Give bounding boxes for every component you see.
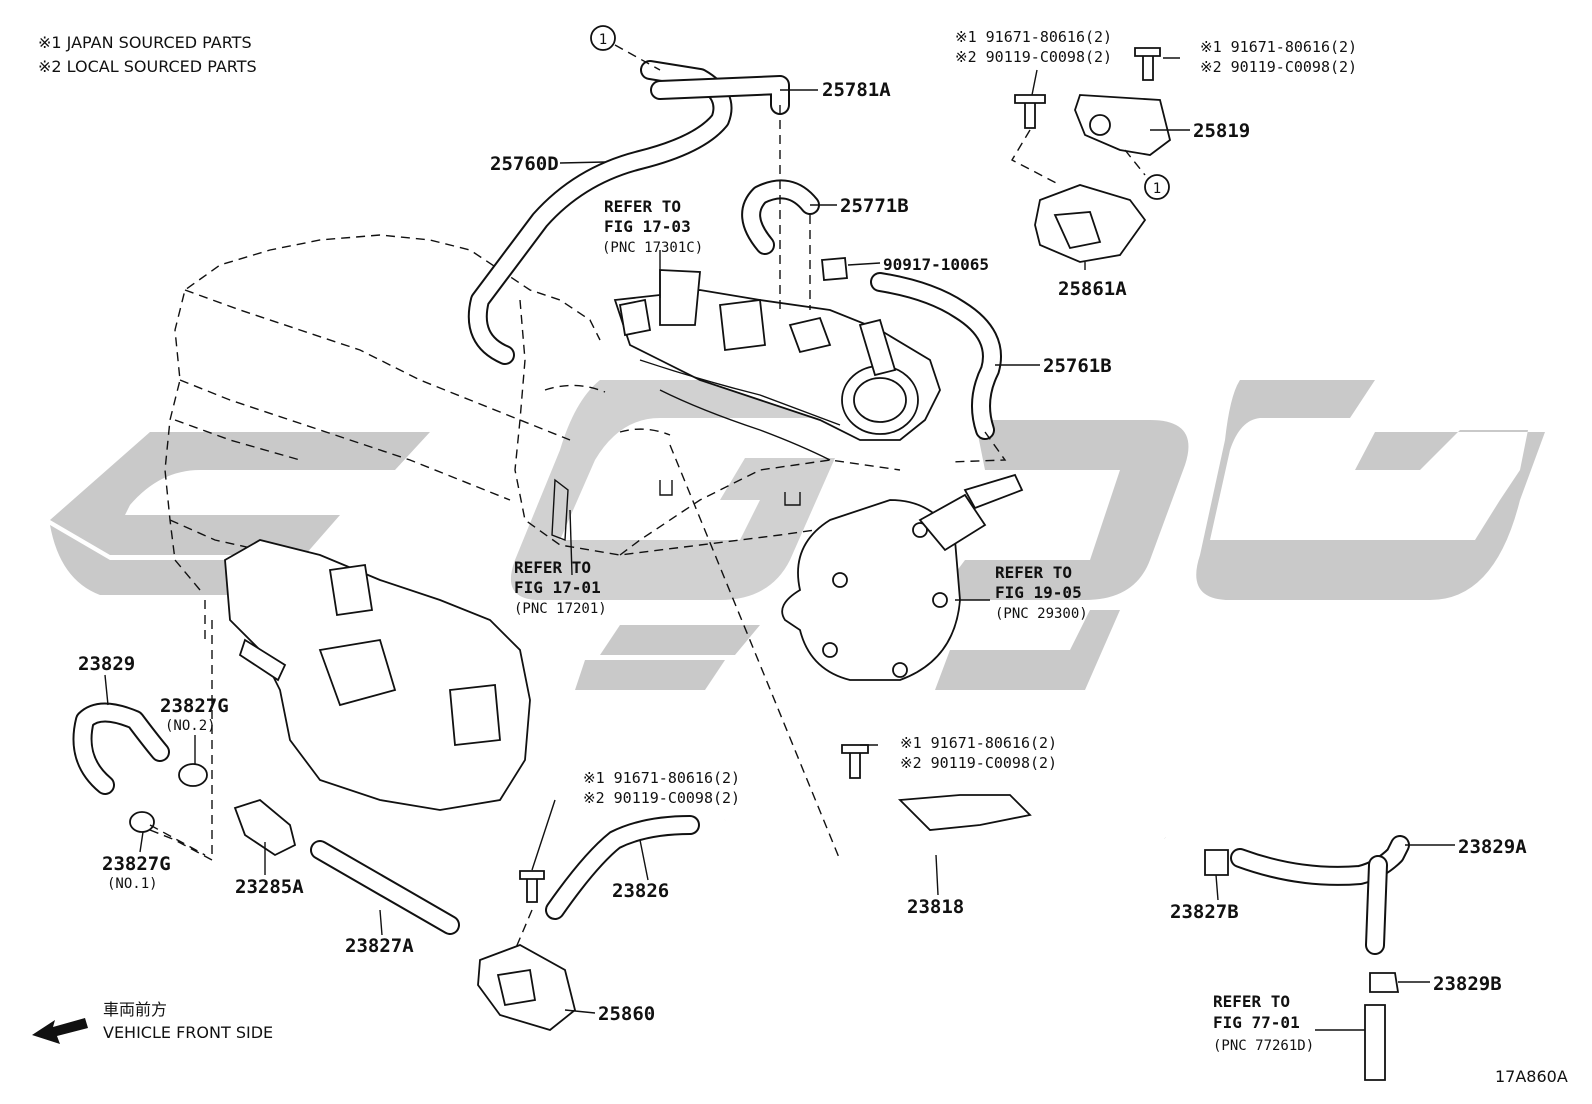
bolt-note-top-left-2: ※2 90119-C0098(2)	[955, 48, 1112, 66]
bolt-note-mid-2: ※2 90119-C0098(2)	[900, 754, 1057, 772]
intake-manifold	[613, 269, 941, 461]
note-local-sourced: ※2 LOCAL SOURCED PARTS	[38, 57, 257, 76]
note-japan-sourced: ※1 JAPAN SOURCED PARTS	[38, 33, 252, 52]
part-25781A: 25781A	[822, 79, 891, 101]
hose-refer-77-01	[1364, 1004, 1386, 1081]
callout-1-top: 1	[590, 25, 616, 51]
part-23829A: 23829A	[1458, 836, 1527, 858]
vsv-25860	[477, 944, 577, 1031]
hose-23818	[724, 794, 1168, 859]
part-23829B: 23829B	[1433, 973, 1502, 995]
hose-23829	[72, 702, 170, 795]
figure-id: 17A860A	[1495, 1067, 1568, 1086]
part-23818: 23818	[907, 896, 964, 918]
sensor-23285A	[233, 798, 297, 857]
ref-19-05-fig: FIG 19-05	[995, 583, 1082, 602]
callout-1-right-label: 1	[1153, 181, 1161, 197]
ref-77-01-fig: FIG 77-01	[1213, 1013, 1300, 1032]
ref-17-01-fig: FIG 17-01	[514, 578, 601, 597]
part-23827B: 23827B	[1170, 901, 1239, 923]
part-23826: 23826	[612, 880, 669, 902]
ref-17-03-fig: FIG 17-03	[604, 217, 691, 236]
ref-77-01-title: REFER TO	[1213, 992, 1290, 1011]
part-23827G-no2: 23827G	[160, 695, 229, 717]
part-25761B: 25761B	[1043, 355, 1112, 377]
hose-23829A	[1230, 835, 1410, 955]
hose-23827A	[310, 840, 460, 935]
ref-17-03-pnc: (PNC 17301C)	[602, 240, 703, 256]
hose-25760D	[467, 60, 790, 365]
bolt-note-low-1: ※1 91671-80616(2)	[583, 769, 740, 787]
bolt-note-top-left-1: ※1 91671-80616(2)	[955, 28, 1112, 46]
hose-23826	[545, 815, 700, 920]
bolt-note-low-2: ※2 90119-C0098(2)	[583, 789, 740, 807]
part-90917-10065: 90917-10065	[883, 255, 989, 274]
direction-jp: 車両前方	[103, 1000, 167, 1019]
hose-25771B	[741, 179, 820, 255]
part-25760D: 25760D	[490, 153, 559, 175]
engine-block-outline	[149, 234, 901, 862]
leader-lines	[104, 44, 1455, 1031]
part-25819: 25819	[1193, 120, 1250, 142]
part-25861A: 25861A	[1058, 278, 1127, 300]
callout-1-right: 1	[1144, 174, 1170, 200]
vehicle-front-arrow	[32, 1018, 88, 1044]
clamps	[129, 763, 1400, 993]
part-23827A: 23827A	[345, 935, 414, 957]
bracket-25861A	[1034, 184, 1147, 263]
qualifier-no1: (NO.1)	[107, 876, 158, 892]
part-23285A: 23285A	[235, 876, 304, 898]
watermark-logo	[50, 380, 1545, 690]
part-25860: 25860	[598, 1003, 655, 1025]
ref-19-05-pnc: (PNC 29300)	[995, 606, 1088, 622]
bolt-note-mid-1: ※1 91671-80616(2)	[900, 734, 1057, 752]
bolt-note-top-right-1: ※1 91671-80616(2)	[1200, 38, 1357, 56]
part-23829: 23829	[78, 653, 135, 675]
callout-1-top-label: 1	[599, 32, 607, 48]
qualifier-no2: (NO.2)	[165, 718, 216, 734]
ref-17-03-title: REFER TO	[604, 197, 681, 216]
hose-25761B	[870, 272, 1002, 440]
part-23827G-no1: 23827G	[102, 853, 171, 875]
direction-en: VEHICLE FRONT SIDE	[103, 1023, 273, 1042]
bolts	[519, 47, 1161, 903]
ref-17-01-title: REFER TO	[514, 558, 591, 577]
bolt-note-top-right-2: ※2 90119-C0098(2)	[1200, 58, 1357, 76]
vsv-25819	[1074, 94, 1172, 156]
ref-19-05-title: REFER TO	[995, 563, 1072, 582]
vacuum-pump	[781, 473, 1024, 681]
lower-engine-component	[224, 539, 531, 811]
ref-17-01-pnc: (PNC 17201)	[514, 601, 607, 617]
ref-77-01-pnc: (PNC 77261D)	[1213, 1038, 1314, 1054]
part-25771B: 25771B	[840, 195, 909, 217]
